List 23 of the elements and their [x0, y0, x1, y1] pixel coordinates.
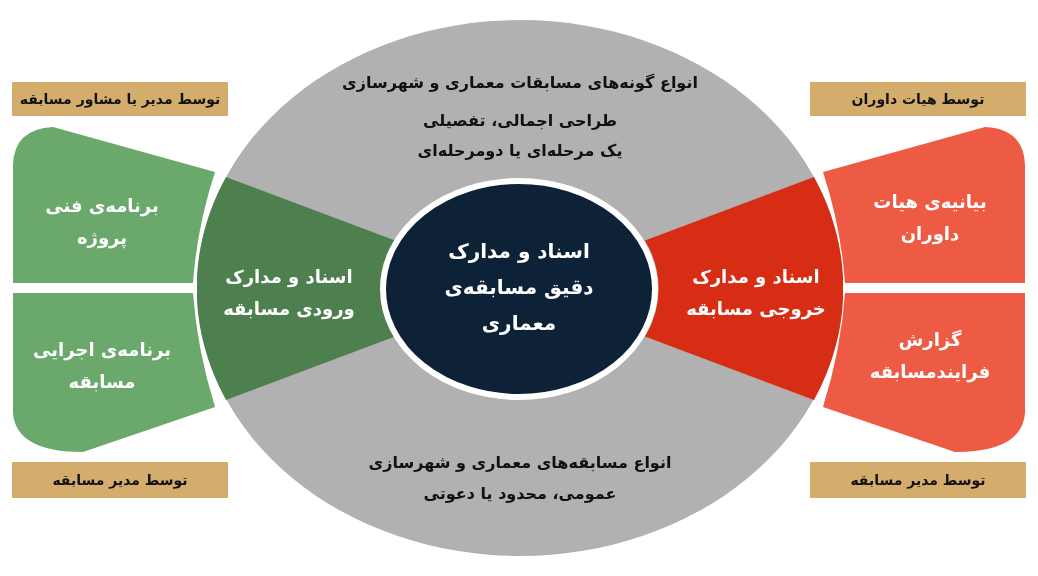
segment-label: گزارش فرایندمسابقه — [868, 327, 992, 385]
wedge-segment — [644, 177, 843, 400]
fan-segment — [823, 127, 1025, 283]
ellipse-text: انواع مسابقه‌های معماری و شهرسازی — [368, 452, 672, 472]
segment-label: بیانیه‌ی هیات داوران — [872, 189, 988, 247]
wedge-segment — [197, 177, 396, 400]
ellipse-text: انواع گونه‌های مسابقات معماری و شهرسازی — [342, 72, 698, 92]
ellipse-text: عمومی، محدود یا دعوتی — [423, 483, 617, 503]
circle-label: اسناد و مدارک دقیق مسابقه‌ی معماری — [443, 238, 595, 337]
wedge-label: اسناد و مدارک خروجی مسابقه — [685, 264, 827, 322]
wedge-label: اسناد و مدارک ورودی مسابقه — [222, 264, 356, 322]
fan-segment — [13, 293, 215, 452]
segment-label: برنامه‌ی فنی پروژه — [44, 193, 160, 251]
note-banner: توسط مدیر یا مشاور مسابقه — [12, 82, 228, 116]
ellipse-text: یک مرحله‌ای یا دومرحله‌ای — [417, 140, 623, 160]
note-banner: توسط هیات داوران — [810, 82, 1026, 116]
fan-segment — [13, 127, 215, 283]
note-banner: توسط مدیر مسابقه — [810, 462, 1026, 498]
note-banner: توسط مدیر مسابقه — [12, 462, 228, 498]
ellipse-text: طراحی اجمالی، تفصیلی — [423, 110, 617, 130]
segment-label: برنامه‌ی اجرایی مسابقه — [32, 337, 172, 394]
center-ellipse — [380, 178, 658, 400]
fan-segment — [823, 293, 1025, 452]
